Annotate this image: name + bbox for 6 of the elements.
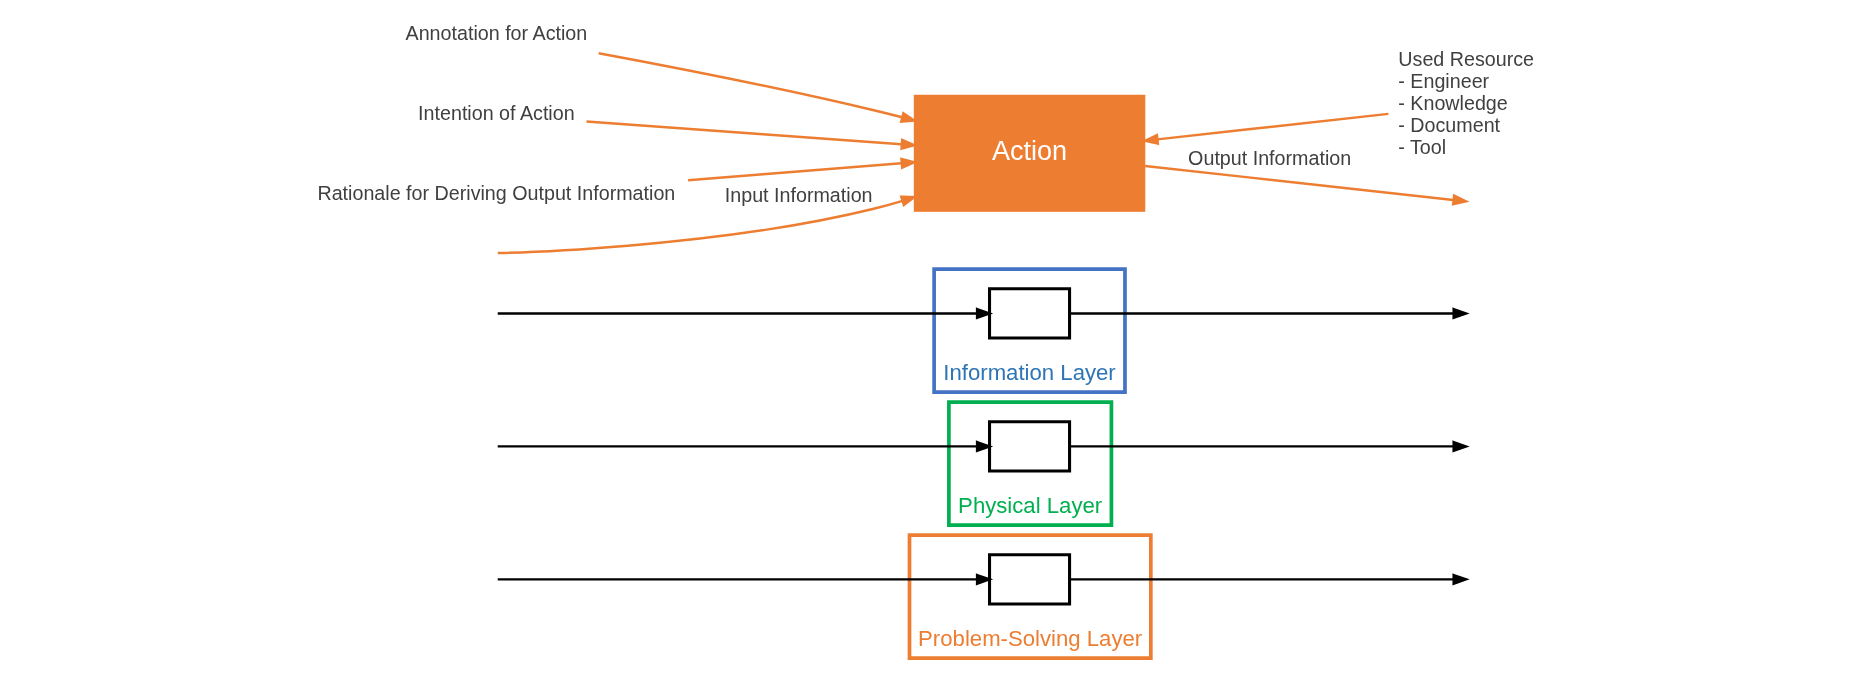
node-text: Annotation for Action [405, 21, 588, 44]
edge-label: Output Information [1188, 147, 1352, 170]
node-text: Used Resource - Engineer - Knowledge - Document - Tool [1398, 47, 1535, 159]
edge-label: Input Information [724, 184, 873, 207]
node-text: Intention of Action [418, 101, 575, 124]
node-text: Rationale for Deriving Output Information [317, 181, 676, 204]
